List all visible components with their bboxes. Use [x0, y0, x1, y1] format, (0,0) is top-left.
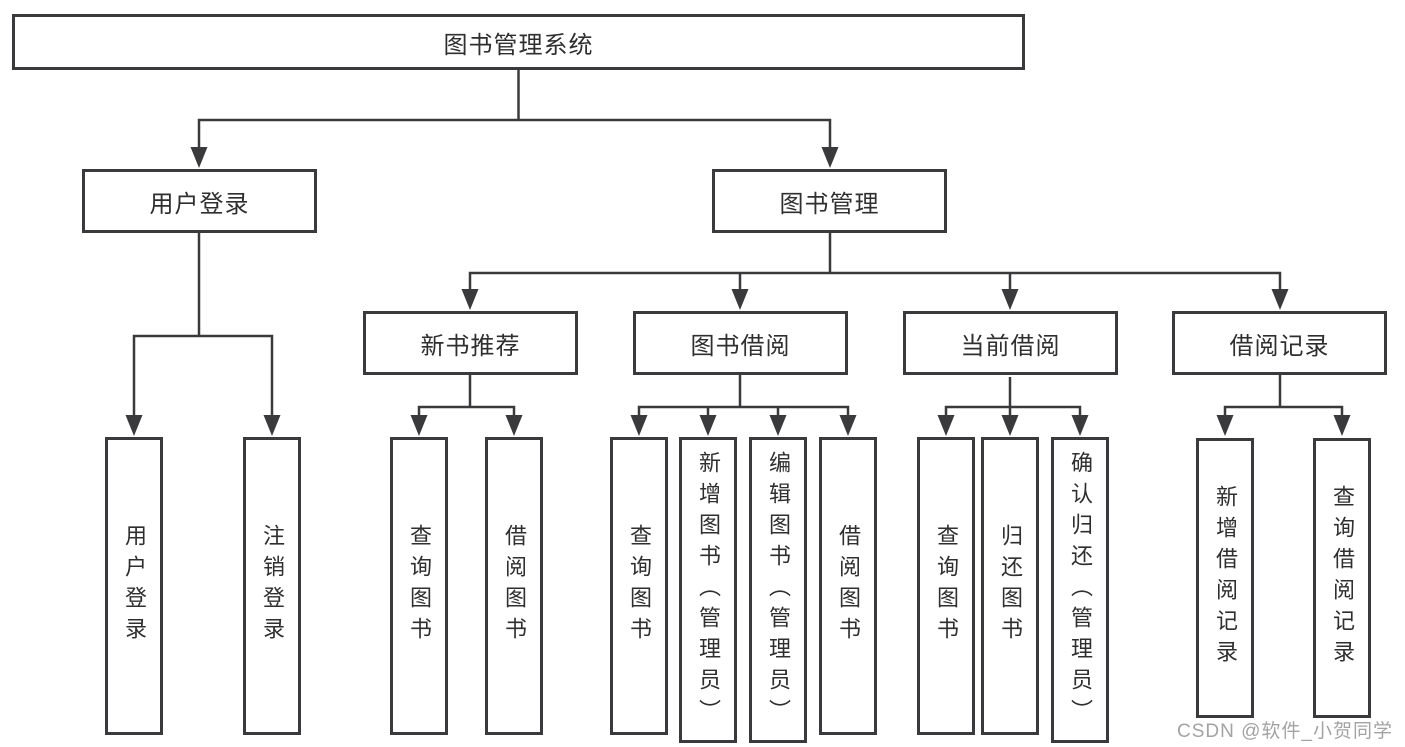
arrow-down-icon	[190, 147, 208, 168]
leaf-return-books: 归还图书	[981, 437, 1039, 735]
leaf-add-books-admin: 新增图书（管理员）	[679, 437, 737, 743]
arrow-down-icon	[125, 415, 143, 436]
arrow-down-icon	[1001, 289, 1019, 310]
leaf-user-login: 用户登录	[105, 437, 163, 735]
arrow-down-icon	[731, 289, 749, 310]
leaf-add-borrow-record: 新增借阅记录	[1196, 438, 1254, 718]
node-library-management-system: 图书管理系统	[12, 14, 1025, 70]
node-book-management: 图书管理	[712, 169, 947, 233]
arrow-down-icon	[769, 415, 787, 436]
arrow-down-icon	[1271, 289, 1289, 310]
leaf-confirm-return-admin: 确认归还（管理员）	[1051, 437, 1109, 743]
arrow-down-icon	[821, 147, 839, 168]
leaf-query-books-current: 查询图书	[917, 437, 975, 735]
arrow-down-icon	[699, 415, 717, 436]
connector-paths	[132, 70, 1344, 417]
csdn-watermark: CSDN @软件_小贺同学	[1177, 721, 1393, 742]
leaf-query-borrow-record: 查询借阅记录	[1313, 438, 1371, 718]
arrow-down-icon	[839, 415, 857, 436]
leaf-logout-login: 注销登录	[243, 437, 301, 735]
leaf-query-books-borrow: 查询图书	[610, 437, 668, 735]
node-current-borrowing: 当前借阅	[903, 311, 1118, 375]
leaf-edit-books-admin: 编辑图书（管理员）	[749, 437, 807, 743]
node-new-book-recommendation: 新书推荐	[363, 311, 578, 375]
arrow-down-icon	[410, 415, 428, 436]
arrow-down-icon	[1071, 415, 1089, 436]
arrow-down-icon	[1333, 415, 1351, 436]
arrow-down-icon	[461, 289, 479, 310]
arrow-down-icon	[505, 415, 523, 436]
arrow-down-icon	[937, 415, 955, 436]
leaf-borrow-books: 借阅图书	[819, 437, 877, 735]
arrow-down-icon	[630, 415, 648, 436]
leaf-query-books-recommend: 查询图书	[390, 437, 448, 735]
leaf-borrow-books-recommend: 借阅图书	[485, 437, 543, 735]
arrow-down-icon	[1001, 415, 1019, 436]
node-user-login: 用户登录	[82, 169, 317, 233]
node-borrowing-records: 借阅记录	[1172, 311, 1387, 375]
arrow-down-icon	[1216, 415, 1234, 436]
node-book-borrowing: 图书借阅	[633, 311, 848, 375]
arrowhead-icons	[125, 147, 1351, 436]
arrow-down-icon	[263, 415, 281, 436]
